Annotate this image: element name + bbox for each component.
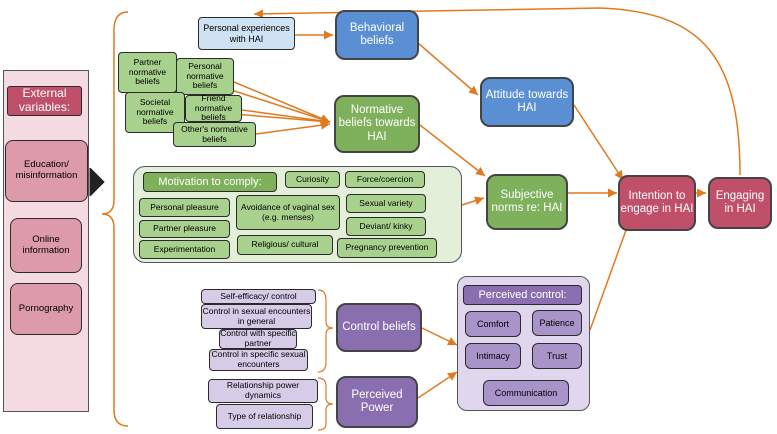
- power-item-type: Type of relationship: [216, 404, 313, 429]
- control-brace: [317, 289, 334, 373]
- partner-normative-node: Partner normative beliefs: [118, 52, 177, 93]
- personal-experiences-node: Personal experiences with HAI: [198, 17, 295, 50]
- subjective-norms-node: Subjective norms re: HAI: [486, 174, 568, 230]
- others-normative-node: Other's normative beliefs: [173, 122, 256, 147]
- motivation-curiosity: Curiosity: [285, 171, 340, 188]
- motivation-experimentation: Experimentation: [139, 240, 230, 259]
- external-variables-title: External variables:: [7, 86, 82, 116]
- motivation-avoidance: Avoidance of vaginal sex (e.g. menses): [236, 195, 340, 230]
- control-item-self-efficacy: Self-efficacy/ control: [201, 289, 316, 304]
- motivation-religious: Religious/ cultural: [237, 235, 333, 255]
- motivation-force: Force/coercion: [345, 171, 425, 188]
- friend-normative-node: Friend normative beliefs: [185, 93, 242, 122]
- arrow-behavioral-attitude: [417, 42, 479, 96]
- motivation-pregnancy: Pregnancy prevention: [337, 238, 437, 258]
- motivation-title: Motivation to comply:: [143, 172, 277, 192]
- arrow-attitude-intention: [573, 104, 624, 181]
- engaging-node: Engaging in HAI: [708, 177, 772, 229]
- arrow-engaging-experience: [253, 7, 741, 176]
- external-item-pornography: Pornography: [10, 283, 82, 335]
- attitude-node: Attitude towards HAI: [480, 77, 574, 127]
- personal-normative-node: Personal normative beliefs: [176, 58, 234, 95]
- arrow-friend-normative: [241, 109, 331, 126]
- external-chevron: [89, 167, 105, 197]
- power-item-dynamics: Relationship power dynamics: [208, 379, 318, 403]
- motivation-sexual-variety: Sexual variety: [346, 194, 426, 213]
- arrow-personal-normative: [233, 81, 331, 123]
- control-beliefs-node: Control beliefs: [336, 303, 422, 352]
- perceived-control-intimacy: Intimacy: [465, 343, 521, 369]
- external-item-online: Online information: [10, 218, 82, 273]
- normative-beliefs-node: Normative beliefs towards HAI: [334, 95, 420, 153]
- large-brace: [101, 11, 129, 427]
- intention-node: Intention to engage in HAI: [618, 175, 696, 231]
- motivation-deviant: Deviant/ kinky: [346, 217, 426, 236]
- arrow-others-normative: [255, 120, 331, 135]
- perceived-control-comfort: Comfort: [465, 311, 521, 337]
- motivation-personal-pleasure: Personal pleasure: [139, 198, 230, 217]
- arrow-normative-subjective: [419, 124, 486, 177]
- societal-normative-node: Societal normative beliefs: [125, 92, 185, 133]
- arrow-control-perceived: [421, 327, 458, 346]
- control-item-specific-encounters: Control in specific sexual encounters: [209, 349, 308, 371]
- arrow-power-perceived: [417, 371, 458, 399]
- behavioral-beliefs-node: Behavioral beliefs: [335, 10, 419, 60]
- perceived-control-title: Perceived control:: [463, 285, 582, 305]
- perceived-power-node: Perceived Power: [336, 376, 418, 428]
- arrow-motivation-subjective: [461, 196, 485, 206]
- control-item-sexual-general: Control in sexual encounters in general: [201, 304, 312, 329]
- power-brace: [317, 377, 334, 431]
- motivation-partner-pleasure: Partner pleasure: [139, 220, 230, 238]
- external-item-education: Education/ misinformation: [5, 140, 88, 202]
- perceived-control-trust: Trust: [532, 343, 582, 369]
- perceived-control-communication: Communication: [483, 380, 569, 406]
- perceived-control-patience: Patience: [532, 310, 582, 336]
- control-item-specific-partner: Control with specific partner: [219, 328, 297, 349]
